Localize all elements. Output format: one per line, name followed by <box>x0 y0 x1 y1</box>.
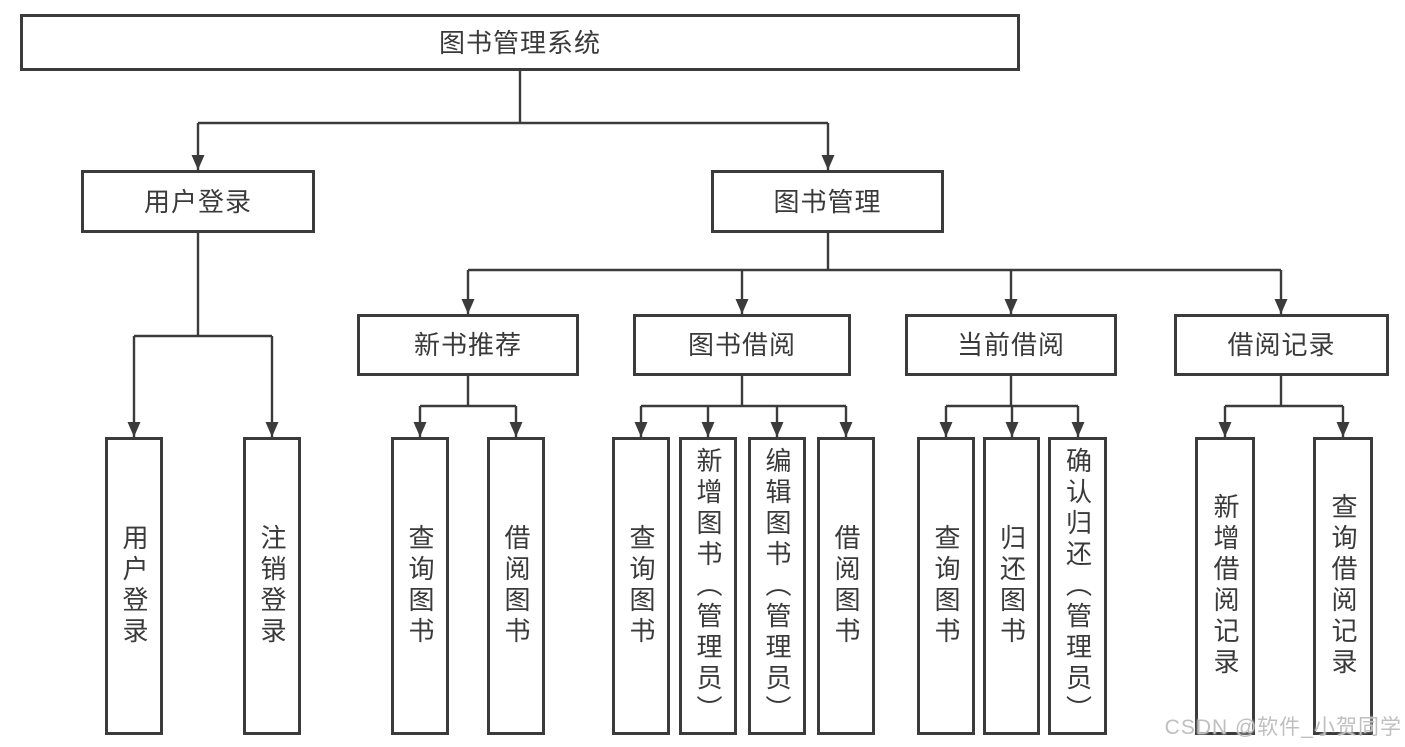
leaf-return-book: 归还图书 <box>983 437 1040 735</box>
leaf-add-book-admin: 新增图书（管理员） <box>679 437 737 735</box>
leaf-query-books-borrowing: 查询图书 <box>612 437 670 735</box>
leaf-logout: 注销登录 <box>243 437 301 735</box>
leaf-borrow-books-recommend: 借阅图书 <box>487 437 545 735</box>
leaf-edit-book-admin: 编辑图书（管理员） <box>748 437 806 735</box>
node-book-management: 图书管理 <box>711 170 944 233</box>
leaf-confirm-return-admin: 确认归还（管理员） <box>1048 437 1107 735</box>
leaf-borrow-books-borrowing: 借阅图书 <box>817 437 875 735</box>
leaf-query-books-current: 查询图书 <box>917 437 975 735</box>
node-new-book-recommendation: 新书推荐 <box>357 314 579 376</box>
leaf-add-borrow-record: 新增借阅记录 <box>1195 437 1255 735</box>
leaf-query-books-recommend: 查询图书 <box>391 437 449 735</box>
node-borrowing-records: 借阅记录 <box>1174 314 1389 376</box>
leaf-user-login: 用户登录 <box>105 437 163 735</box>
node-root-system: 图书管理系统 <box>20 14 1020 71</box>
leaf-query-borrow-record: 查询借阅记录 <box>1313 437 1373 735</box>
watermark: CSDN @软件_小贺同学 <box>1164 716 1402 739</box>
node-current-borrowing: 当前借阅 <box>905 314 1117 376</box>
node-user-login: 用户登录 <box>81 170 315 233</box>
node-book-borrowing: 图书借阅 <box>633 314 851 376</box>
